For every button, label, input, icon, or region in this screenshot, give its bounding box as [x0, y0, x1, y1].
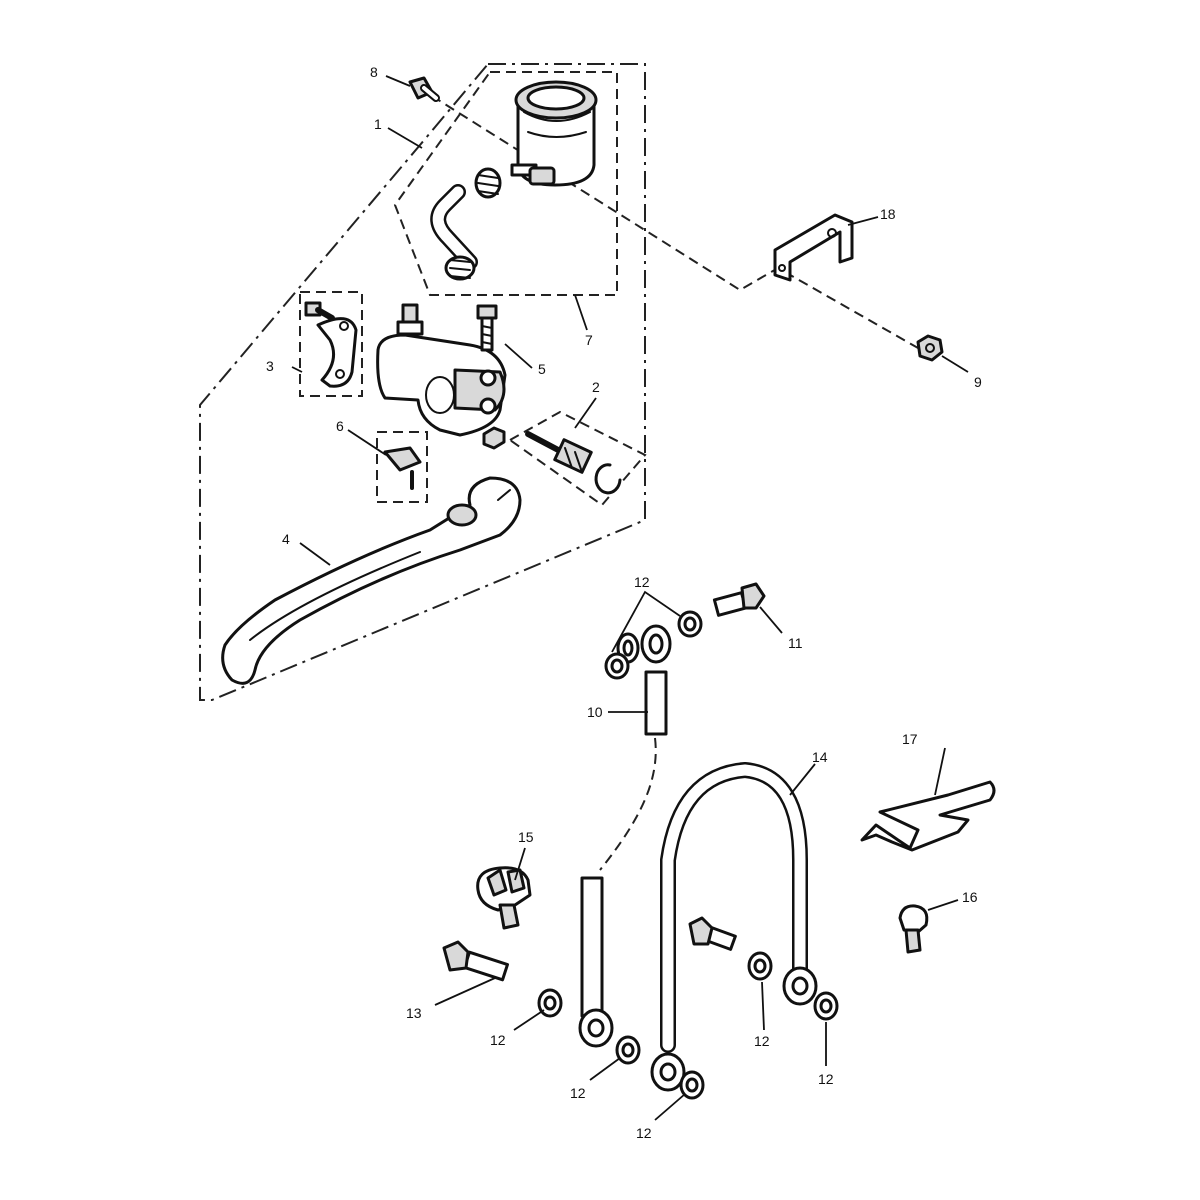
u-hose-14-icon — [650, 761, 818, 1092]
callout-9: 9 — [974, 374, 982, 390]
banjo-bolt-11-icon — [712, 582, 766, 617]
callout-16: 16 — [962, 889, 978, 905]
callout-12-lower-2: 12 — [570, 1085, 586, 1101]
callout-18: 18 — [880, 206, 896, 222]
fluid-reservoir-icon — [510, 80, 598, 187]
callout-10: 10 — [587, 704, 603, 720]
handlebar-clamp-3-icon — [304, 301, 358, 388]
callout-3: 3 — [266, 358, 274, 374]
piston-kit-2-icon — [525, 431, 622, 495]
mounting-bracket-18-icon — [773, 213, 854, 282]
washer-12-lower-5-icon — [813, 991, 839, 1021]
pivot-bolt-5-icon — [476, 304, 498, 352]
wire-guide-17-icon — [860, 780, 996, 852]
hose-clip-16-icon — [898, 904, 929, 954]
callout-2: 2 — [592, 379, 600, 395]
switch-boundary-6 — [376, 431, 428, 503]
assembly-boundary-1 — [199, 63, 646, 701]
washer-12-lower-2-icon — [615, 1035, 641, 1065]
callout-12-lower-1: 12 — [490, 1032, 506, 1048]
washer-12-top-left-icon — [604, 652, 630, 680]
callout-12-lower-5: 12 — [818, 1071, 834, 1087]
callout-12-top: 12 — [634, 574, 650, 590]
washer-12-lower-4-icon — [747, 951, 773, 981]
bolt-8-icon — [408, 76, 440, 102]
brake-switch-6-icon — [383, 446, 422, 490]
assembly-line-hose — [599, 737, 657, 871]
callout-14: 14 — [812, 749, 828, 765]
banjo-bolt-center-icon — [688, 916, 737, 951]
hose-clip-upper-icon — [474, 167, 502, 199]
piston-kit-boundary-2 — [508, 410, 647, 507]
brake-hose-10-icon — [616, 624, 672, 736]
hose-clip-lower-icon — [444, 255, 476, 281]
callout-7: 7 — [585, 332, 593, 348]
callout-4: 4 — [282, 531, 290, 547]
callout-1: 1 — [374, 116, 382, 132]
callout-12-lower-4: 12 — [754, 1033, 770, 1049]
callout-6: 6 — [336, 418, 344, 434]
callout-12-lower-3: 12 — [636, 1125, 652, 1141]
leader-lines — [291, 75, 969, 1121]
washer-12-lower-1-icon — [537, 988, 563, 1018]
banjo-bolt-13-icon — [442, 940, 509, 982]
callout-5: 5 — [538, 361, 546, 377]
clamp-boundary-3 — [299, 291, 363, 397]
callout-15: 15 — [518, 829, 534, 845]
assembly-line-8-18-9 — [431, 95, 926, 353]
nut-9-icon — [916, 334, 944, 362]
lower-hose-straight-icon — [578, 876, 614, 1048]
hose-clip-15-icon — [476, 866, 532, 930]
callout-13: 13 — [406, 1005, 422, 1021]
callout-11: 11 — [788, 635, 803, 651]
callout-17: 17 — [902, 731, 918, 747]
brake-lever-4-icon — [221, 476, 522, 685]
washer-12-lower-3-icon — [679, 1070, 705, 1100]
washer-12-top-right-icon — [677, 610, 703, 638]
callout-8: 8 — [370, 64, 378, 80]
reservoir-kit-boundary-7 — [393, 71, 618, 296]
reservoir-hose-icon — [430, 184, 478, 270]
master-cylinder-body-icon — [376, 303, 507, 437]
pivot-nut-icon — [482, 426, 506, 450]
